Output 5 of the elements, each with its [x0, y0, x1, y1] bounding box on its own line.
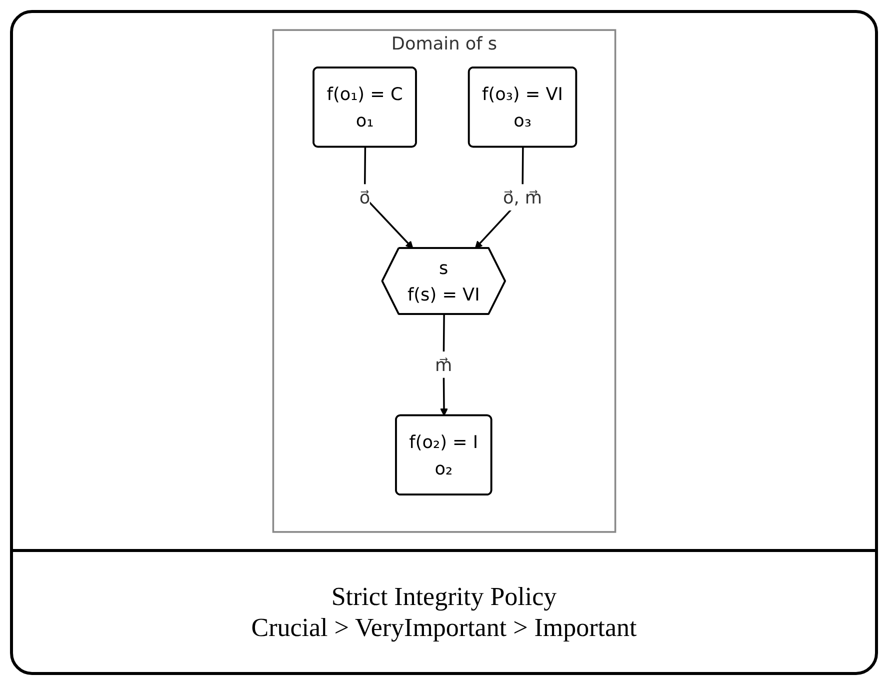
edge-label: o⃗	[359, 186, 370, 208]
edge-label: m⃗	[434, 354, 452, 376]
caption: Strict Integrity Policy	[331, 580, 557, 612]
policy-order-note: Crucial > VeryImportant > Important	[251, 612, 637, 644]
edge-label: o⃗, m⃗	[502, 186, 542, 208]
